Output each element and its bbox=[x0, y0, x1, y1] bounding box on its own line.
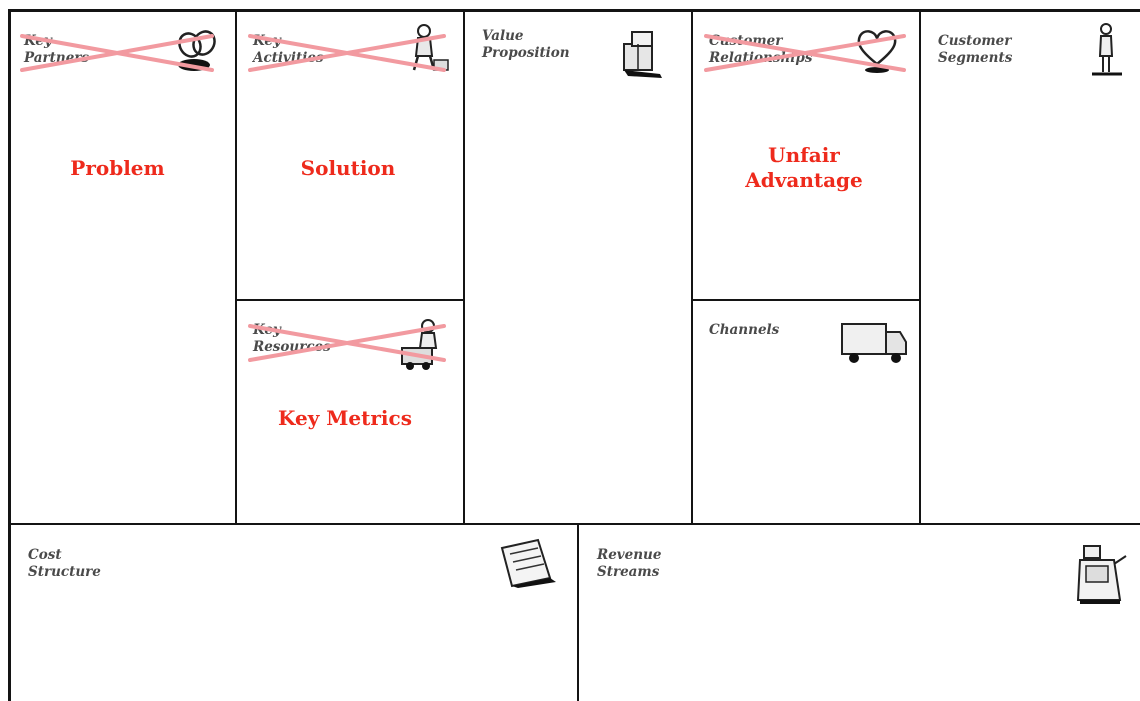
top-border bbox=[8, 9, 1140, 12]
key-partners-line2: Partners bbox=[24, 50, 90, 66]
problem-overlay: Problem bbox=[70, 156, 165, 180]
customer-relationships-line1: Customer bbox=[709, 33, 783, 49]
value-proposition-line2: Proposition bbox=[482, 45, 570, 61]
cash-register-icon bbox=[1076, 545, 1127, 604]
receipt-icon bbox=[500, 538, 556, 588]
key-resources-line1: Key bbox=[253, 322, 281, 338]
chain-link-icon bbox=[178, 30, 216, 71]
divider-h-bottom bbox=[8, 523, 1140, 525]
channels-label: Channels bbox=[709, 322, 779, 339]
key-resources-label: Key Resources bbox=[253, 322, 331, 356]
divider-h-right bbox=[691, 299, 921, 301]
value-proposition-label: Value Proposition bbox=[482, 28, 570, 62]
key-partners-label: Key Partners bbox=[24, 33, 89, 67]
key-partners-line1: Key bbox=[24, 33, 52, 49]
customer-segments-line2: Segments bbox=[938, 50, 1013, 66]
customer-segments-line1: Customer bbox=[938, 33, 1012, 49]
solution-overlay: Solution bbox=[300, 156, 396, 180]
cost-structure-label: Cost Structure bbox=[28, 547, 101, 581]
channels-line1: Channels bbox=[709, 322, 780, 338]
divider-v1 bbox=[235, 9, 237, 525]
revenue-streams-line1: Revenue bbox=[597, 547, 662, 563]
customer-relationships-label: Customer Relationships bbox=[709, 33, 812, 67]
divider-v3 bbox=[691, 9, 693, 525]
cost-structure-line1: Cost bbox=[28, 547, 62, 563]
unfair-advantage-line2: Advantage bbox=[745, 168, 863, 192]
revenue-streams-line2: Streams bbox=[597, 564, 660, 580]
divider-h-left bbox=[235, 299, 465, 301]
unfair-advantage-line1: Unfair bbox=[768, 143, 840, 167]
unfair-advantage-overlay: Unfair Advantage bbox=[716, 143, 892, 193]
revenue-streams-label: Revenue Streams bbox=[597, 547, 661, 581]
value-proposition-line1: Value bbox=[482, 28, 524, 44]
customer-relationships-line2: Relationships bbox=[709, 50, 813, 66]
divider-v2 bbox=[463, 9, 465, 525]
truck-icon bbox=[841, 323, 907, 363]
key-activities-line1: Key bbox=[253, 33, 281, 49]
key-activities-line2: Activities bbox=[253, 50, 324, 66]
person-icon bbox=[1092, 23, 1122, 76]
gift-boxes-icon bbox=[623, 31, 662, 78]
divider-v-bottom bbox=[577, 523, 579, 701]
heart-icon bbox=[857, 30, 897, 73]
customer-segments-label: Customer Segments bbox=[938, 33, 1012, 67]
key-activities-label: Key Activities bbox=[253, 33, 324, 67]
forklift-icon bbox=[401, 319, 438, 370]
cost-structure-line2: Structure bbox=[28, 564, 101, 580]
left-border bbox=[8, 9, 11, 701]
key-metrics-overlay: Key Metrics bbox=[278, 406, 412, 430]
divider-v4 bbox=[919, 9, 921, 525]
key-resources-line2: Resources bbox=[253, 339, 331, 355]
worker-icon bbox=[412, 24, 449, 71]
